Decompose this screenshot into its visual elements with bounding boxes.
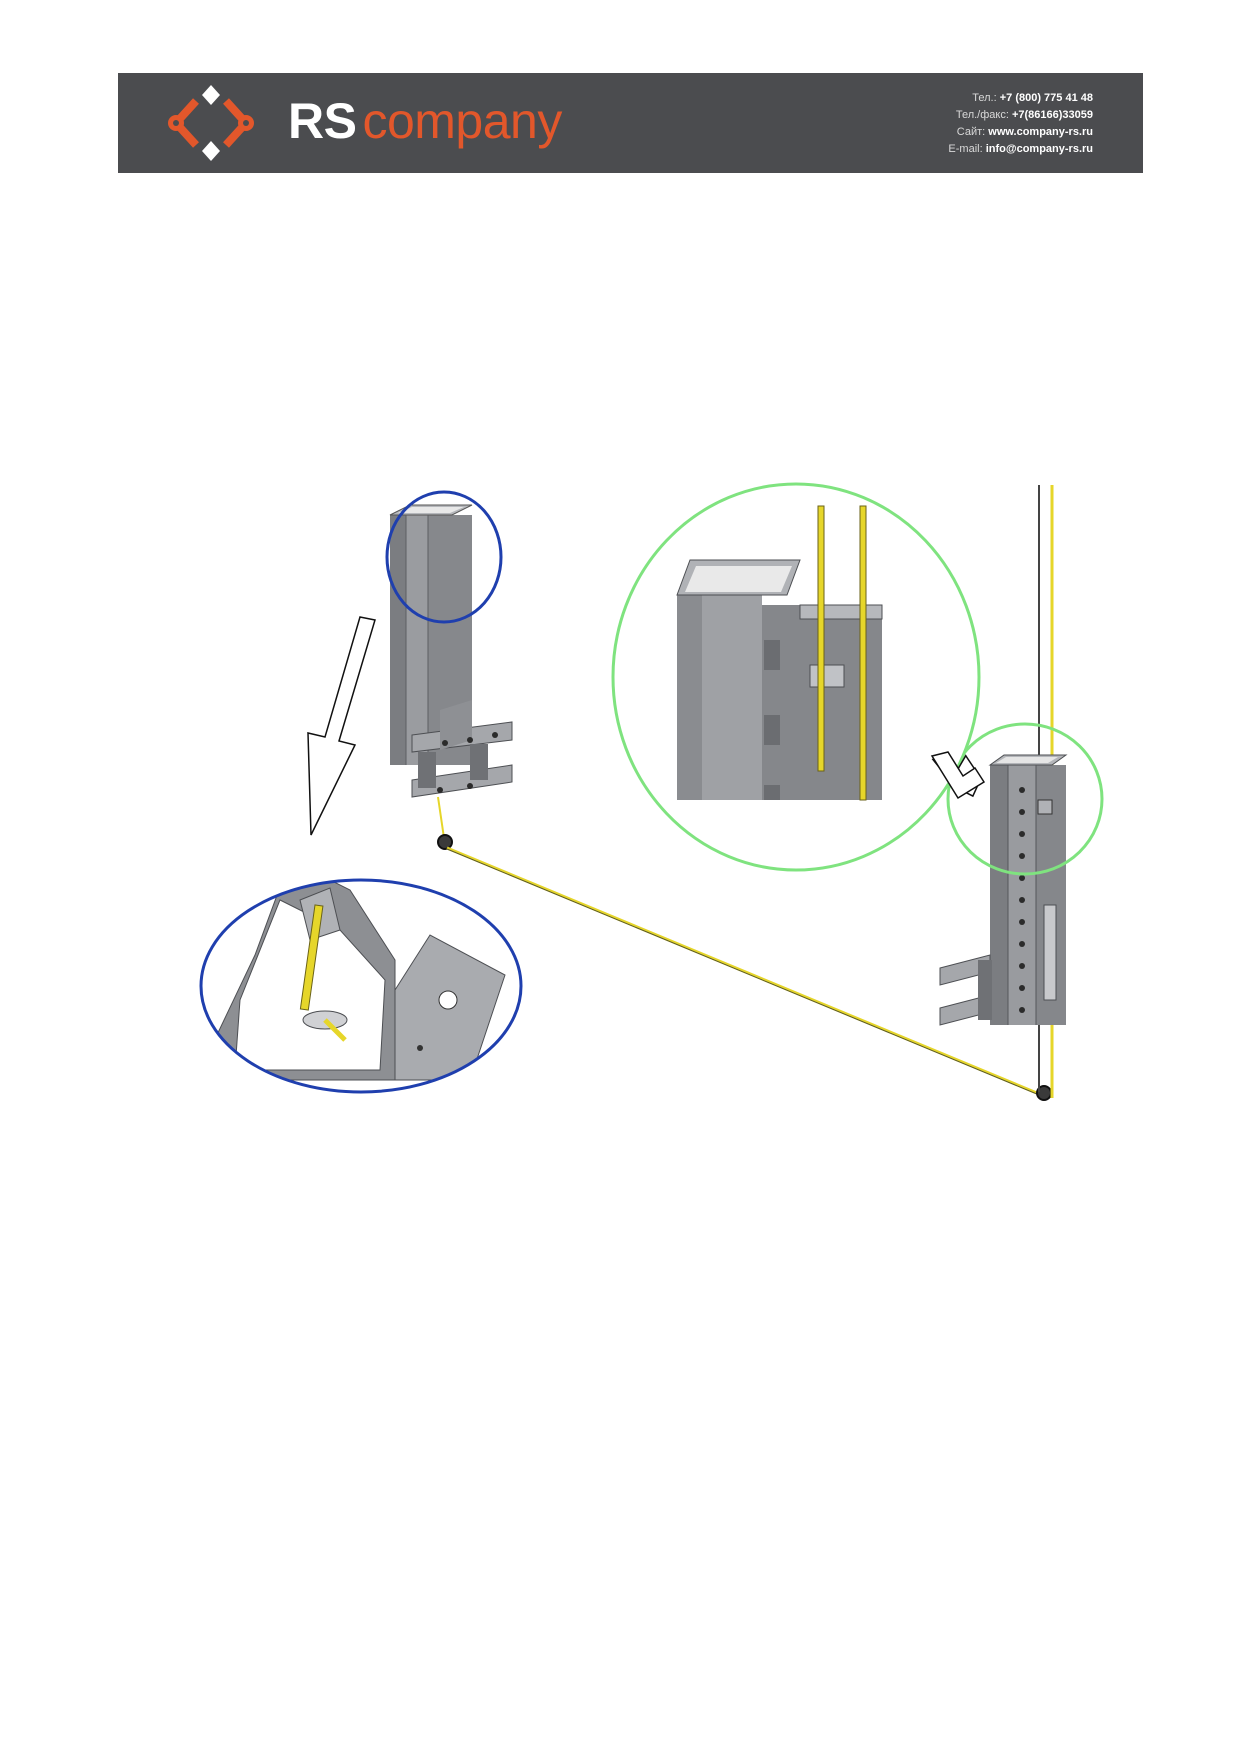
green-callout-small xyxy=(946,722,1104,876)
brand-company: company xyxy=(362,93,562,149)
arrow-down-left-icon xyxy=(307,616,376,836)
blue-callout-top xyxy=(385,490,503,624)
contact-phone: Тел.: +7 (800) 775 41 48 xyxy=(972,92,1093,104)
cable-left-drop xyxy=(437,796,445,839)
contact-site: Сайт: www.company-rs.ru xyxy=(956,126,1093,138)
contact-email: E-mail: info@company-rs.ru xyxy=(948,143,1093,155)
left-pulley-icon xyxy=(437,834,453,850)
blue-detail-inset xyxy=(201,880,521,1092)
arrow-up-left-icon xyxy=(930,751,986,800)
green-detail-inset xyxy=(613,484,979,870)
green-callout-large xyxy=(611,482,981,872)
brand-rs: RS xyxy=(288,93,357,149)
blue-callout-large xyxy=(199,878,523,1094)
contact-fax: Тел./факс: +7(86166)33059 xyxy=(955,109,1093,121)
contact-block: Тел.: +7 (800) 775 41 48 Тел./факс: +7(8… xyxy=(948,90,1093,158)
cable-diagonal xyxy=(446,846,1045,1098)
left-post xyxy=(389,504,513,798)
rs-logo-icon xyxy=(168,85,254,161)
right-post xyxy=(939,754,1068,1026)
